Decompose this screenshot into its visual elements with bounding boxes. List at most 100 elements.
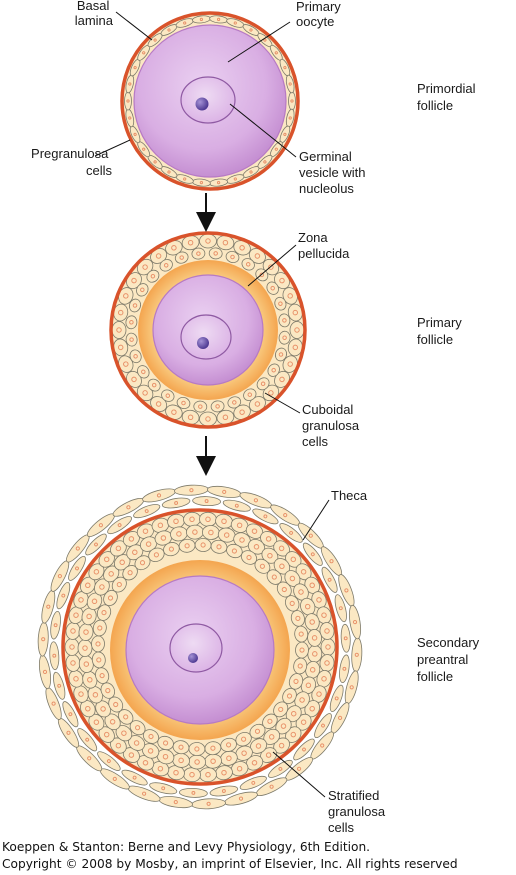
theca-cell (68, 555, 86, 581)
primary-germinal-vesicle (180, 314, 232, 360)
theca-cell (133, 504, 161, 519)
cuboidal-granulosa-cell (176, 396, 191, 410)
pregranulosa-cell (285, 74, 295, 94)
stratified-granulosa-cell (295, 713, 312, 731)
stratified-granulosa-cell (163, 542, 180, 557)
stratified-granulosa-cell (204, 741, 222, 756)
secondary-follicle (37, 484, 363, 810)
theca-cell (107, 516, 132, 535)
cuboidal-granulosa-cell (165, 404, 183, 420)
stratified-granulosa-cell (94, 578, 110, 596)
label-stratified-granulosa: Stratified granulosa cells (328, 788, 389, 835)
stratified-granulosa-cell (188, 754, 206, 770)
stratified-granulosa-cell (249, 723, 266, 739)
cuboidal-granulosa-cell (146, 269, 160, 283)
primary-nucleolus (197, 337, 209, 349)
theca-cell (149, 782, 178, 795)
theca-cell (279, 523, 303, 543)
stratified-granulosa-rings (64, 511, 336, 783)
cuboidal-granulosa-cell (282, 355, 298, 373)
stratified-granulosa-cell (263, 728, 281, 745)
theca-cell (252, 508, 279, 525)
stratified-granulosa-cell (320, 638, 336, 656)
stratified-granulosa-cell (295, 641, 309, 659)
stratified-granulosa-cell (186, 524, 204, 540)
primordial-basal-lamina (120, 11, 300, 191)
theca-cell (329, 684, 344, 713)
pregranulosa-cell-ring (124, 15, 296, 187)
theca-cell (56, 581, 71, 610)
stratified-granulosa-cell (78, 623, 94, 641)
leader-stratified-granulosa (272, 751, 326, 798)
stratified-granulosa-cell (305, 660, 321, 679)
stratified-granulosa-cell (129, 720, 146, 736)
stratified-granulosa-cell (111, 576, 127, 593)
label-zona-pellucida: Zona pellucida (298, 230, 350, 261)
stratified-granulosa-cell (80, 700, 96, 718)
leader-basal-lamina (115, 11, 153, 41)
cuboidal-granulosa-cell (147, 378, 161, 392)
cuboidal-granulosa-cell (243, 388, 257, 401)
cuboidal-granulosa-cell (278, 330, 291, 345)
theca-cell (62, 701, 79, 728)
theca-cell (314, 713, 332, 739)
theca-cell (268, 759, 293, 778)
secondary-basal-lamina (61, 508, 339, 786)
leader-zona-pellucida (247, 244, 297, 287)
cuboidal-granulosa-ring (111, 233, 305, 427)
stratified-granulosa-cell (235, 745, 253, 761)
cuboidal-granulosa-cell (191, 247, 206, 260)
label-basal-lamina: Basal lamina (75, 0, 114, 28)
stratified-granulosa-cell (77, 639, 93, 657)
pregranulosa-cell (288, 91, 296, 111)
stratified-granulosa-cell (226, 543, 243, 559)
theca-cell (334, 594, 347, 623)
stratified-granulosa-cell (304, 613, 320, 631)
cuboidal-granulosa-cell (128, 298, 142, 313)
cuboidal-granulosa-cell (136, 283, 149, 297)
leader-lines (94, 11, 330, 798)
cuboidal-granulosa-cell (208, 247, 223, 260)
stratified-granulosa-cell (300, 597, 316, 616)
label-primary-oocyte: Primary oocyte (296, 0, 344, 29)
stage-label-secondary: Secondary preantral follicle (417, 635, 483, 684)
cuboidal-granulosa-cell (267, 363, 280, 377)
primordial-germinal-vesicle (180, 76, 236, 124)
leader-theca (302, 499, 330, 541)
theca-cell-layer (37, 484, 363, 810)
cuboidal-granulosa-cell (274, 296, 287, 311)
caption-copyright: Copyright © 2008 by Mosby, an imprint of… (2, 857, 458, 871)
stratified-granulosa-cell (115, 725, 133, 742)
stratified-granulosa-cell (118, 709, 134, 725)
theca-cell (293, 738, 315, 761)
theca-cell (121, 769, 148, 786)
theca-cell (297, 522, 324, 549)
label-cuboidal-granulosa: Cuboidal granulosa cells (302, 402, 363, 449)
cuboidal-granulosa-cell (274, 347, 288, 362)
leader-pregranulosa (94, 139, 131, 157)
cuboidal-granulosa-cell (129, 349, 142, 364)
cuboidal-granulosa-cell (159, 259, 173, 272)
theca-cell (161, 497, 191, 509)
label-germinal-vesicle: Germinal vesicle with nucleolus (299, 149, 369, 196)
primary-basal-lamina (109, 231, 307, 429)
label-pregranulosa-cells: Pregranulosa cells (31, 146, 112, 178)
pregranulosa-cell (124, 91, 132, 111)
theca-cell (270, 504, 301, 526)
theca-cell (351, 637, 363, 673)
cuboidal-granulosa-cell (241, 258, 255, 271)
cuboidal-granulosa-cell (113, 338, 129, 357)
cuboidal-granulosa-cell (278, 313, 291, 328)
stratified-granulosa-cell (86, 592, 103, 610)
cuboidal-granulosa-cell (256, 377, 270, 391)
primordial-nucleolus (195, 97, 209, 111)
primary-follicle (109, 231, 307, 429)
theca-cell (77, 728, 98, 752)
label-theca: Theca (331, 488, 368, 503)
theca-cell (192, 496, 221, 507)
stratified-granulosa-cell (194, 538, 212, 552)
cuboidal-granulosa-cell (161, 389, 175, 402)
theca-cell (302, 542, 323, 566)
stratified-granulosa-cell (319, 622, 335, 640)
